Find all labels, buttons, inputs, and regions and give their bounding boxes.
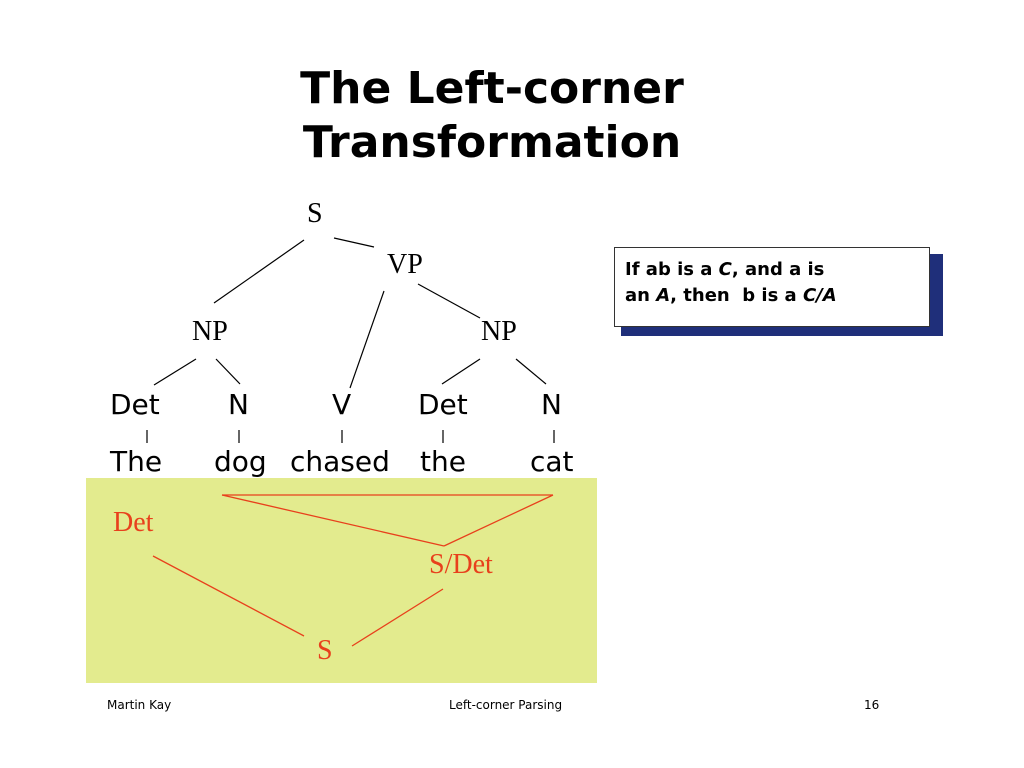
- word-the-2: the: [420, 445, 466, 478]
- red-edge-det-s: [152, 555, 305, 637]
- footer-author: Martin Kay: [107, 698, 172, 712]
- red-edge-dog-sdet: [221, 494, 445, 547]
- node-np-1: NP: [192, 316, 228, 347]
- transformed-s: S: [317, 635, 333, 666]
- rule-line1-post: , and a is: [731, 259, 825, 280]
- edge-np1-n: [215, 358, 241, 385]
- title-line-1: The Left-corner: [300, 63, 684, 114]
- highlight-region: [86, 478, 597, 683]
- slide-title: The Left-corner Transformation: [212, 62, 772, 170]
- rule-line1-c: C: [718, 259, 732, 280]
- node-det-1: Det: [110, 388, 160, 421]
- transformed-det: Det: [113, 507, 154, 538]
- red-edge-cat-sdet: [443, 494, 554, 547]
- node-vp: VP: [387, 249, 423, 280]
- rule-box: If ab is a C, and a is an A, then b is a…: [614, 247, 930, 327]
- rule-line2-ca: C/A: [802, 285, 837, 306]
- node-n-1: N: [228, 388, 249, 421]
- rule-line-1: If ab is a C, and a is: [625, 257, 919, 283]
- node-s: S: [307, 198, 323, 229]
- rule-line2-mid: , then b is a: [670, 285, 803, 306]
- title-line-2: Transformation: [302, 117, 682, 168]
- edge-vp-np: [417, 283, 481, 319]
- edge-s-np: [213, 239, 305, 304]
- rule-line2-pre: an: [625, 285, 657, 306]
- edge-np2-n: [515, 358, 547, 385]
- transformed-s-slash-det: S/Det: [429, 549, 493, 580]
- edge-s-vp: [333, 237, 375, 248]
- node-np-2: NP: [481, 316, 517, 347]
- edge-np1-det: [153, 358, 197, 386]
- rule-line-2: an A, then b is a C/A: [625, 283, 919, 309]
- edge-np2-det: [441, 358, 481, 385]
- rule-line2-a: A: [656, 285, 671, 306]
- node-det-2: Det: [418, 388, 468, 421]
- word-dog: dog: [214, 445, 267, 478]
- word-cat: cat: [530, 445, 574, 478]
- red-edge-sdet-s: [351, 588, 444, 647]
- footer-page-number: 16: [864, 698, 880, 712]
- node-n-2: N: [541, 388, 562, 421]
- footer-topic: Left-corner Parsing: [449, 698, 563, 712]
- node-v: V: [332, 388, 352, 421]
- word-chased: chased: [290, 445, 390, 478]
- rule-line1-pre: If ab is a: [625, 259, 719, 280]
- word-the: The: [110, 445, 163, 478]
- edge-vp-v: [349, 290, 385, 389]
